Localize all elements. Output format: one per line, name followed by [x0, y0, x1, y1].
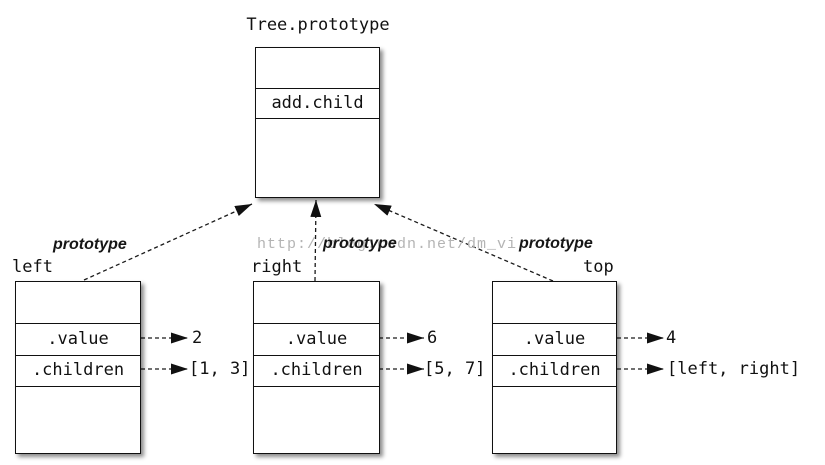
prototype-label-left: prototype	[53, 236, 127, 253]
value-cell: .value	[254, 323, 379, 355]
object-label-top: top	[583, 257, 614, 277]
children-cell: .children	[493, 355, 616, 386]
value-cell: .value	[16, 323, 140, 355]
empty-cell	[256, 48, 379, 88]
object-box-left: .value .children	[15, 281, 141, 454]
tree-prototype-box: add.child	[255, 47, 380, 198]
empty-cell	[254, 282, 379, 323]
tree-prototype-title: Tree.prototype	[246, 15, 390, 35]
prototype-label-right: prototype	[323, 235, 397, 252]
object-label-right: right	[251, 257, 303, 277]
object-box-top: .value .children	[492, 281, 617, 454]
children-result-right: [5, 7]	[424, 359, 486, 379]
method-cell: add.child	[256, 88, 379, 118]
empty-cell	[493, 282, 616, 323]
children-cell: .children	[254, 355, 379, 386]
empty-cell	[256, 118, 379, 193]
empty-cell	[493, 386, 616, 449]
empty-cell	[16, 282, 140, 323]
prototype-label-top: prototype	[519, 235, 593, 252]
object-label-left: left	[12, 257, 53, 277]
children-result-left: [1, 3]	[189, 359, 251, 379]
object-box-right: .value .children	[253, 281, 380, 454]
empty-cell	[16, 386, 140, 449]
children-result-top: [left, right]	[667, 359, 801, 379]
value-cell: .value	[493, 323, 616, 355]
empty-cell	[254, 386, 379, 449]
value-result-top: 4	[666, 328, 677, 348]
value-result-left: 2	[192, 328, 203, 348]
value-result-right: 6	[427, 328, 438, 348]
children-cell: .children	[16, 355, 140, 386]
